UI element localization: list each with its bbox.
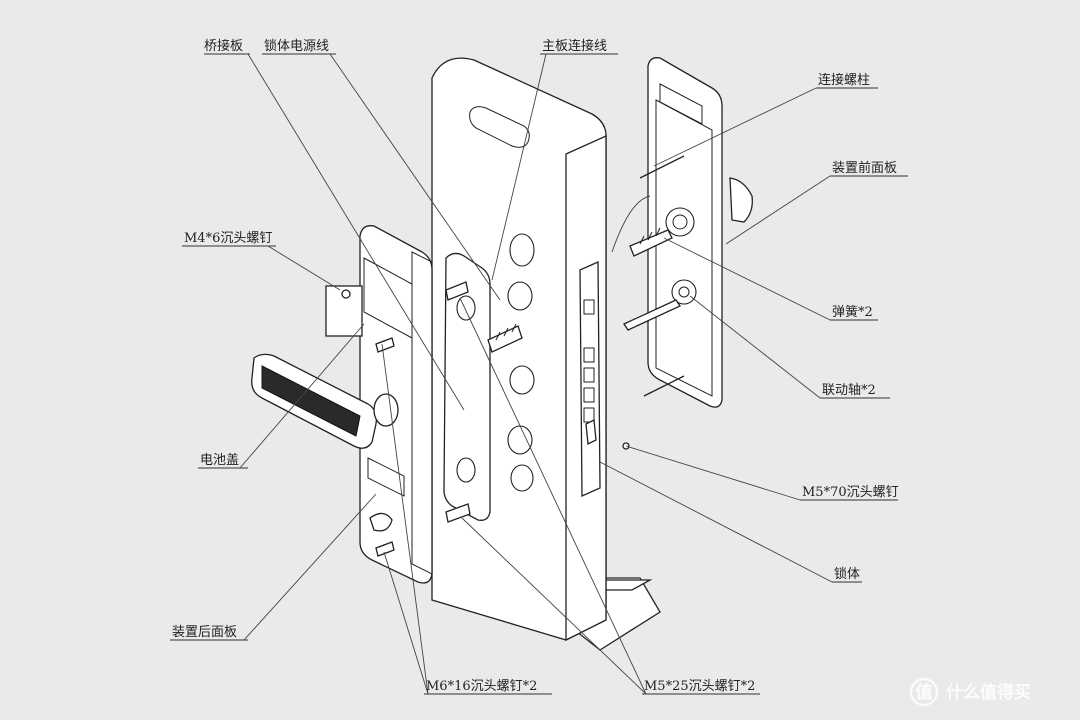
labels: 桥接板 锁体电源线 主板连接线 连接螺柱 装置前面板 M4*6沉头螺钉 弹簧*2… (172, 38, 899, 694)
label-battery-cover: 电池盖 (200, 453, 239, 468)
door-hole (509, 233, 535, 267)
watermark-logo-glyph: 值 (916, 682, 933, 703)
battery-cover-slot (363, 257, 413, 339)
door-hole (509, 365, 535, 395)
label-back-panel: 装置后面板 (172, 625, 237, 640)
leader-m4-screw (267, 245, 341, 291)
leader-back-panel (243, 493, 377, 641)
thumb-turn (369, 512, 393, 532)
leader-spring (663, 237, 831, 321)
label-main-board-cable: 主板连接线 (542, 38, 607, 54)
leader-m5-25-screw (459, 297, 647, 695)
front-panel-cable (611, 195, 651, 253)
lock-body (579, 261, 601, 497)
connecting-stud (639, 155, 685, 179)
watermark-text: 什么值得买 (946, 682, 1031, 703)
screws (341, 281, 630, 557)
m6-screw (375, 337, 395, 557)
leader-lock-power (329, 53, 501, 301)
label-lock-power-cable: 锁体电源线 (264, 38, 329, 54)
label-front-panel: 装置前面板 (832, 160, 897, 176)
label-m4-screw: M4*6沉头螺钉 (184, 231, 272, 246)
label-m6-16-screw: M6*16沉头螺钉*2 (426, 679, 537, 694)
spindle-boss (665, 207, 695, 237)
leader-front-panel (725, 175, 831, 245)
leader-battery-cover (239, 323, 365, 469)
label-bridge-board: 桥接板 (204, 38, 243, 54)
linkage-shaft (623, 299, 681, 331)
label-lock-body: 锁体 (834, 566, 860, 582)
bridge-board-plate (443, 252, 491, 521)
label-m5-25-screw: M5*25沉头螺钉*2 (644, 679, 755, 694)
back-panel (251, 225, 433, 584)
door-hole (510, 464, 534, 492)
label-m5-70-screw: M5*70沉头螺钉 (802, 485, 899, 500)
front-panel (611, 57, 753, 408)
leader-lines (170, 53, 908, 695)
watermark: 值 什么值得买 (910, 678, 1031, 706)
lock-body-faceplate (579, 261, 601, 497)
leader-connecting-stud (653, 87, 817, 167)
lever-handle-inset (261, 365, 361, 437)
leader-main-board (491, 53, 547, 281)
label-linkage-shaft: 联动轴*2 (822, 383, 876, 398)
door-hole (507, 281, 533, 311)
door-slot (469, 106, 530, 148)
leader-lock-body (599, 461, 833, 583)
watermark-logo-icon (910, 678, 938, 706)
front-panel-window (659, 83, 703, 125)
stud-screw (487, 323, 523, 353)
leader-m6-screw (381, 343, 429, 695)
spring (629, 229, 673, 257)
handle-rose (373, 393, 399, 427)
leader-linkage-shaft (689, 295, 821, 399)
label-spring: 弹簧*2 (832, 304, 873, 320)
leader-bridge-board (247, 53, 465, 411)
thumb-turn (729, 177, 753, 223)
connecting-stud (643, 375, 685, 397)
m4-screw (341, 289, 351, 299)
spindle-boss (671, 279, 697, 305)
m5-25-screw (445, 281, 471, 523)
door-hole (507, 425, 533, 455)
leader-m5-70-screw (625, 445, 801, 501)
label-connecting-stud: 连接螺柱 (818, 72, 870, 88)
